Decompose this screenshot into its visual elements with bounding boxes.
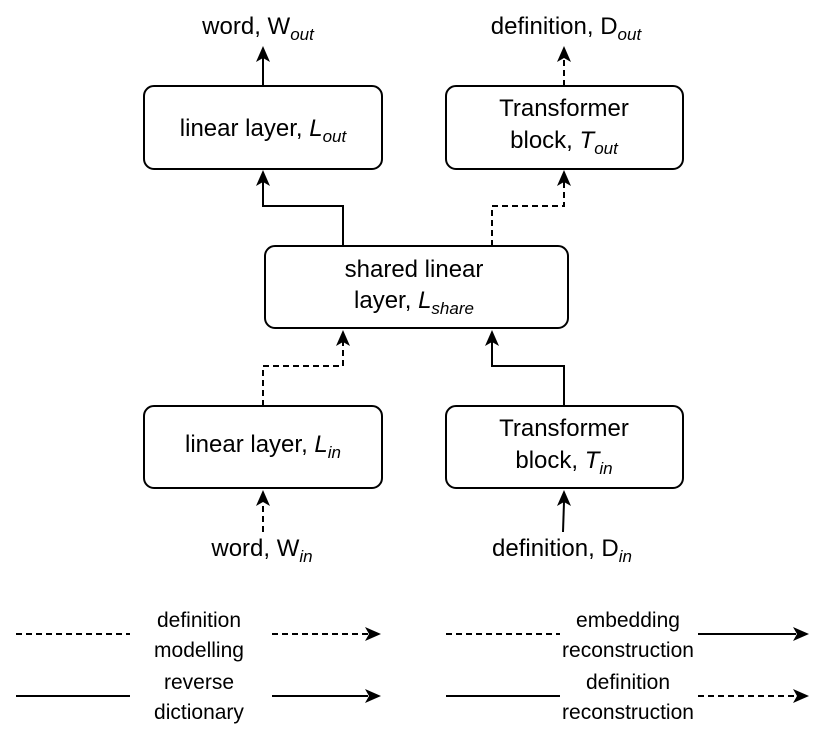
definition-in-label: definition, Din [492,535,632,566]
linear-in-node: linear layer, Lin [143,405,383,489]
legend-embedding-reconstruction-line2: reconstruction [562,639,694,662]
arrow-transformer-in-to-shared [485,330,565,406]
legend-definition-reconstruction-line1: definition [586,671,670,694]
arrow-transformer-out-to-definition-out [557,46,571,86]
linear-in-label: linear layer, Lin [185,431,341,462]
transformer-out-label-line2: block, Tout [510,127,619,158]
arrow-shared-to-linear-out [256,170,344,246]
arrow-shared-to-transformer-out [491,170,571,246]
transformer-out-label-line1: Transformer [499,95,629,122]
legend-definition-reconstruction: definition reconstruction [446,671,809,724]
legend-definition-modelling-line2: modelling [154,639,244,662]
transformer-in-label-line2: block, Tin [515,447,612,478]
shared-linear-node: shared linear layer, Lshare [264,245,569,329]
linear-out-label: linear layer, Lout [180,115,348,146]
transformer-in-label-line1: Transformer [499,415,629,442]
legend-embedding-reconstruction-line1: embedding [576,609,680,632]
arrow-linear-in-to-shared [262,330,350,406]
legend-definition-reconstruction-line2: reconstruction [562,701,694,724]
legend-reverse-dictionary-line1: reverse [164,671,234,694]
arrow-linear-out-to-word-out [256,46,270,86]
legend-reverse-dictionary-line2: dictionary [154,701,244,724]
definition-out-label: definition, Dout [491,13,643,44]
shared-linear-label-line1: shared linear [345,256,484,283]
legend: definition modelling reverse dictionary … [16,609,809,724]
word-out-label: word, Wout [201,13,315,44]
arrow-word-in-to-linear-in [256,490,270,532]
word-in-label: word, Win [210,535,312,566]
transformer-out-node: Transformer block, Tout [445,85,684,170]
arrow-definition-in-to-transformer-in [557,490,571,533]
legend-reverse-dictionary: reverse dictionary [16,671,381,724]
legend-definition-modelling-line1: definition [157,609,241,632]
shared-linear-label-line2: layer, Lshare [354,287,474,318]
linear-out-node: linear layer, Lout [143,85,383,170]
legend-embedding-reconstruction: embedding reconstruction [446,609,809,662]
legend-definition-modelling: definition modelling [16,609,381,662]
transformer-in-node: Transformer block, Tin [445,405,684,489]
